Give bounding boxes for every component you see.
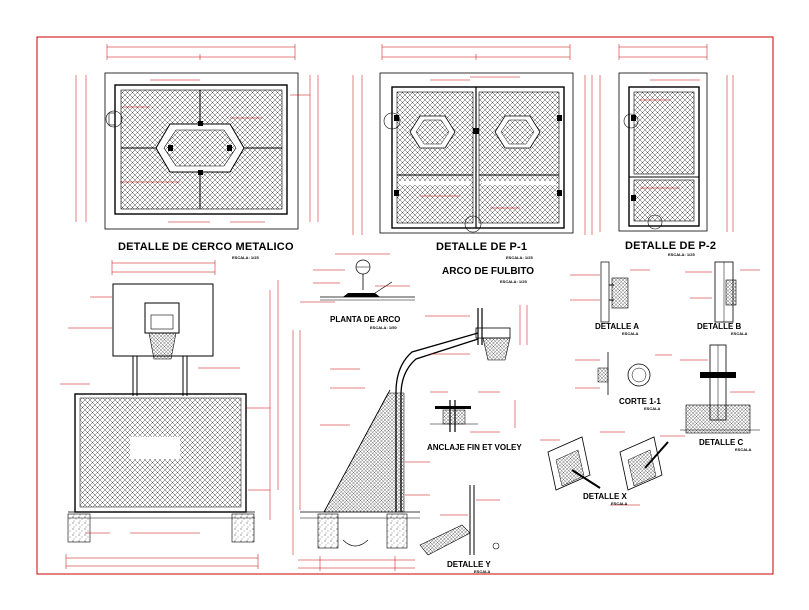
detalle-c-scale: ESCALA: [735, 447, 752, 452]
cerco-detail: [75, 44, 319, 230]
p1-scale: ESCALA: 1/25: [506, 255, 533, 260]
detalle-c-title: DETALLE C: [699, 438, 744, 447]
corte-1-1: [575, 352, 672, 395]
detalle-a: [570, 261, 650, 323]
detalle-y-scale: ESCALA: [474, 569, 491, 574]
cerco-title: DETALLE DE CERCO METALICO: [118, 241, 294, 253]
corte-11-scale: ESCALA: [644, 406, 661, 411]
anclaje-detail: [430, 391, 516, 433]
corte-11-title: CORTE 1-1: [619, 397, 661, 406]
anclaje-title: ANCLAJE FIN ET VOLEY: [427, 443, 522, 452]
arco-fulbito-scale: ESCALA: 1/25: [500, 279, 527, 284]
basket-elevation: [60, 260, 279, 569]
detalle-x: [540, 431, 685, 506]
arco-fulbito-title: ARCO DE FULBITO: [442, 266, 535, 277]
p1-detail: [352, 44, 593, 235]
detalle-c: [680, 344, 760, 434]
detalle-x-scale: ESCALA: [611, 501, 628, 506]
planta-arco-scale: ESCALA: 1/50: [370, 325, 397, 330]
detalle-x-title: DETALLE X: [583, 492, 627, 501]
detalle-y-title: DETALLE Y: [447, 560, 491, 569]
detalle-b-scale: ESCALA: [731, 331, 748, 336]
planta-arco: [300, 253, 415, 303]
detalle-a-title: DETALLE A: [595, 322, 639, 331]
arco-fulbito: [292, 305, 528, 571]
cerco-scale: ESCALA: 1/25: [232, 255, 259, 260]
sheet-border: [36, 36, 774, 575]
planta-arco-title: PLANTA DE ARCO: [330, 315, 401, 324]
detalle-b-title: DETALLE B: [697, 322, 742, 331]
detalle-b: [685, 261, 760, 323]
p2-detail: [599, 44, 734, 232]
p2-scale: ESCALA: 1/25: [668, 252, 695, 257]
p1-title: DETALLE DE P-1: [436, 241, 528, 253]
p2-title: DETALLE DE P-2: [625, 240, 717, 252]
detalle-a-scale: ESCALA: [622, 331, 639, 336]
detalle-y: [419, 485, 500, 556]
